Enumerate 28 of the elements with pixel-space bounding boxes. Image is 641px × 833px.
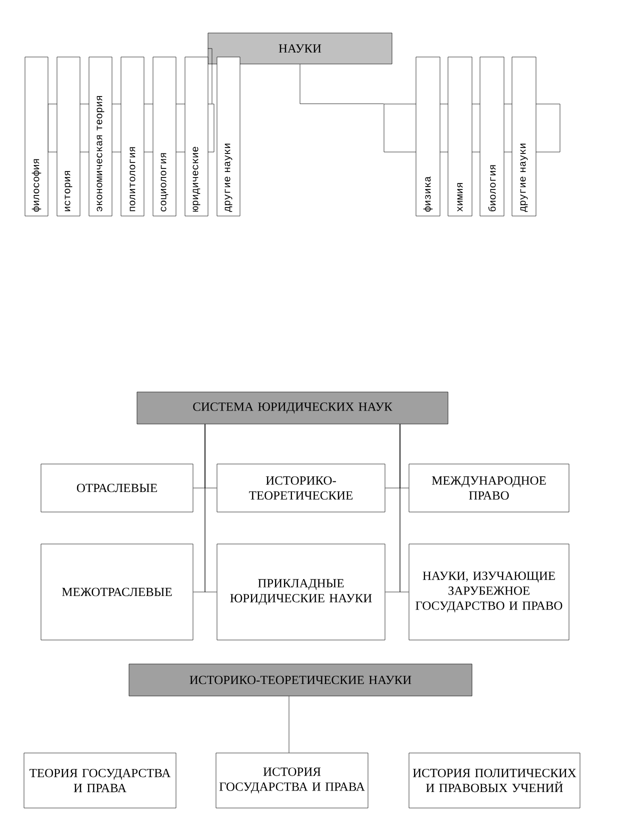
category-box: МЕЖОТРАСЛЕВЫЕ [40,544,194,640]
discipline-box: политология [120,56,144,216]
category-box: ТЕОРИЯ ГОСУДАРСТВА И ПРАВА [24,752,176,808]
connector-line [400,424,409,592]
discipline-box: история [56,56,80,216]
connector-line [208,48,212,104]
category-box: ИСТОРИЯ ПОЛИТИЧЕСКИХ И ПРАВОВЫХ УЧЕНИЙ [408,752,580,808]
category-box: ИСТОРИКО- ТЕОРЕТИЧЕСКИЕ [216,464,386,512]
discipline-box: другие науки [512,56,536,216]
discipline-box: другие науки [216,56,240,216]
connector-line [300,64,384,104]
discipline-box: социология [152,56,176,216]
discipline-box: биология [480,56,504,216]
heading-box: ИСТОРИКО-ТЕОРЕТИЧЕСКИЕ НАУКИ [128,664,472,696]
category-box: МЕЖДУНАРОДНОЕ ПРАВО [408,464,570,512]
discipline-box: юридические [184,56,208,216]
category-box: ПРИКЛАДНЫЕ ЮРИДИЧЕСКИЕ НАУКИ [216,544,386,640]
connector-line [204,424,217,592]
discipline-box: химия [448,56,472,216]
discipline-box: философия [24,56,48,216]
category-box: ОТРАСЛЕВЫЕ [40,464,194,512]
category-box: ИСТОРИЯ ГОСУДАРСТВА И ПРАВА [216,752,368,808]
heading-box: СИСТЕМА ЮРИДИЧЕСКИХ НАУК [136,392,448,424]
category-box: НАУКИ, ИЗУЧАЮЩИЕ ЗАРУБЕЖНОЕ ГОСУДАРСТВО И ПРАВО [408,544,570,640]
connector-line [288,696,290,753]
discipline-box: экономическая теория [88,56,112,216]
heading-box: НАУКИ [208,32,392,64]
discipline-box: физика [416,56,440,216]
